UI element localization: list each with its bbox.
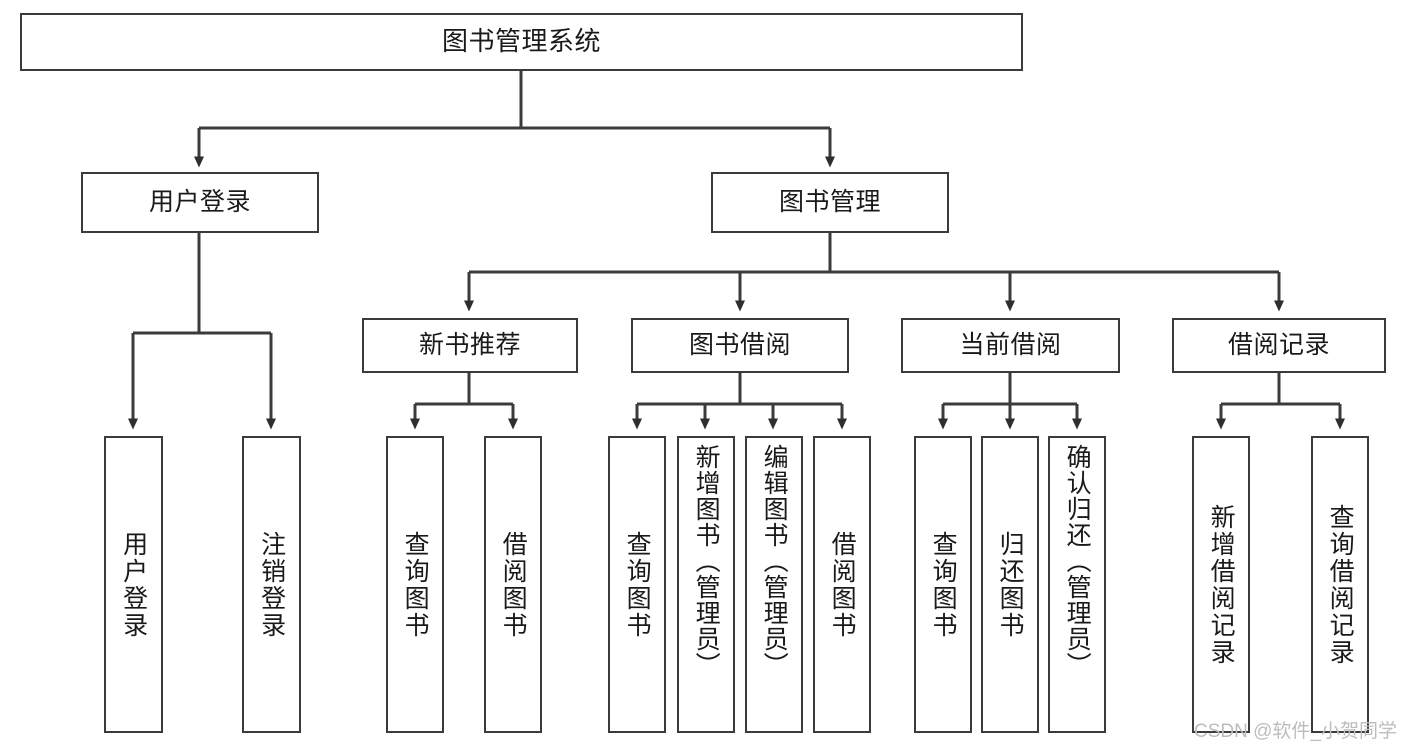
leaf-label: 确认归还（管理员） [1063, 444, 1092, 678]
node-current-borrow-label: 当前借阅 [959, 331, 1062, 360]
leaf-label: 查询图书 [929, 530, 958, 639]
node-root[interactable]: 图书管理系统 [20, 13, 1023, 71]
node-book-borrow[interactable]: 图书借阅 [631, 318, 849, 373]
leaf-user-login-logout[interactable]: 注销登录 [242, 436, 301, 733]
node-new-book-recommend-label: 新书推荐 [418, 331, 521, 360]
node-new-book-recommend[interactable]: 新书推荐 [362, 318, 578, 373]
leaf-new-book-borrow[interactable]: 借阅图书 [484, 436, 542, 733]
leaf-label: 查询图书 [623, 530, 652, 639]
node-current-borrow[interactable]: 当前借阅 [901, 318, 1120, 373]
leaf-label: 注销登录 [257, 530, 286, 639]
leaf-label: 借阅图书 [499, 530, 528, 639]
leaf-new-book-query[interactable]: 查询图书 [386, 436, 444, 733]
leaf-label: 新增借阅记录 [1207, 503, 1236, 666]
leaf-borrow-query-book[interactable]: 查询图书 [608, 436, 666, 733]
leaf-current-query-book[interactable]: 查询图书 [914, 436, 972, 733]
leaf-current-confirm-return[interactable]: 确认归还（管理员） [1048, 436, 1106, 733]
leaf-record-query-record[interactable]: 查询借阅记录 [1311, 436, 1369, 733]
leaf-user-login-login[interactable]: 用户登录 [104, 436, 163, 733]
node-user-login-label: 用户登录 [148, 188, 251, 217]
leaf-label: 查询借阅记录 [1326, 503, 1355, 666]
leaf-borrow-add-book[interactable]: 新增图书（管理员） [677, 436, 735, 733]
leaf-borrow-edit-book[interactable]: 编辑图书（管理员） [745, 436, 803, 733]
leaf-label: 新增图书（管理员） [692, 444, 721, 678]
node-book-management[interactable]: 图书管理 [711, 172, 949, 233]
leaf-label: 归还图书 [996, 530, 1025, 639]
node-root-label: 图书管理系统 [441, 26, 601, 57]
leaf-record-add-record[interactable]: 新增借阅记录 [1192, 436, 1250, 733]
leaf-label: 编辑图书（管理员） [760, 444, 789, 678]
node-book-borrow-label: 图书借阅 [688, 331, 791, 360]
leaf-label: 查询图书 [401, 530, 430, 639]
csdn-watermark: CSDN @软件_小贺同学 [1194, 721, 1397, 742]
leaf-borrow-borrow-book[interactable]: 借阅图书 [813, 436, 871, 733]
leaf-current-return-book[interactable]: 归还图书 [981, 436, 1039, 733]
leaf-label: 用户登录 [119, 530, 148, 639]
node-user-login[interactable]: 用户登录 [81, 172, 319, 233]
node-book-management-label: 图书管理 [778, 188, 881, 217]
node-borrow-record-label: 借阅记录 [1227, 331, 1330, 360]
node-borrow-record[interactable]: 借阅记录 [1172, 318, 1386, 373]
leaf-label: 借阅图书 [828, 530, 857, 639]
